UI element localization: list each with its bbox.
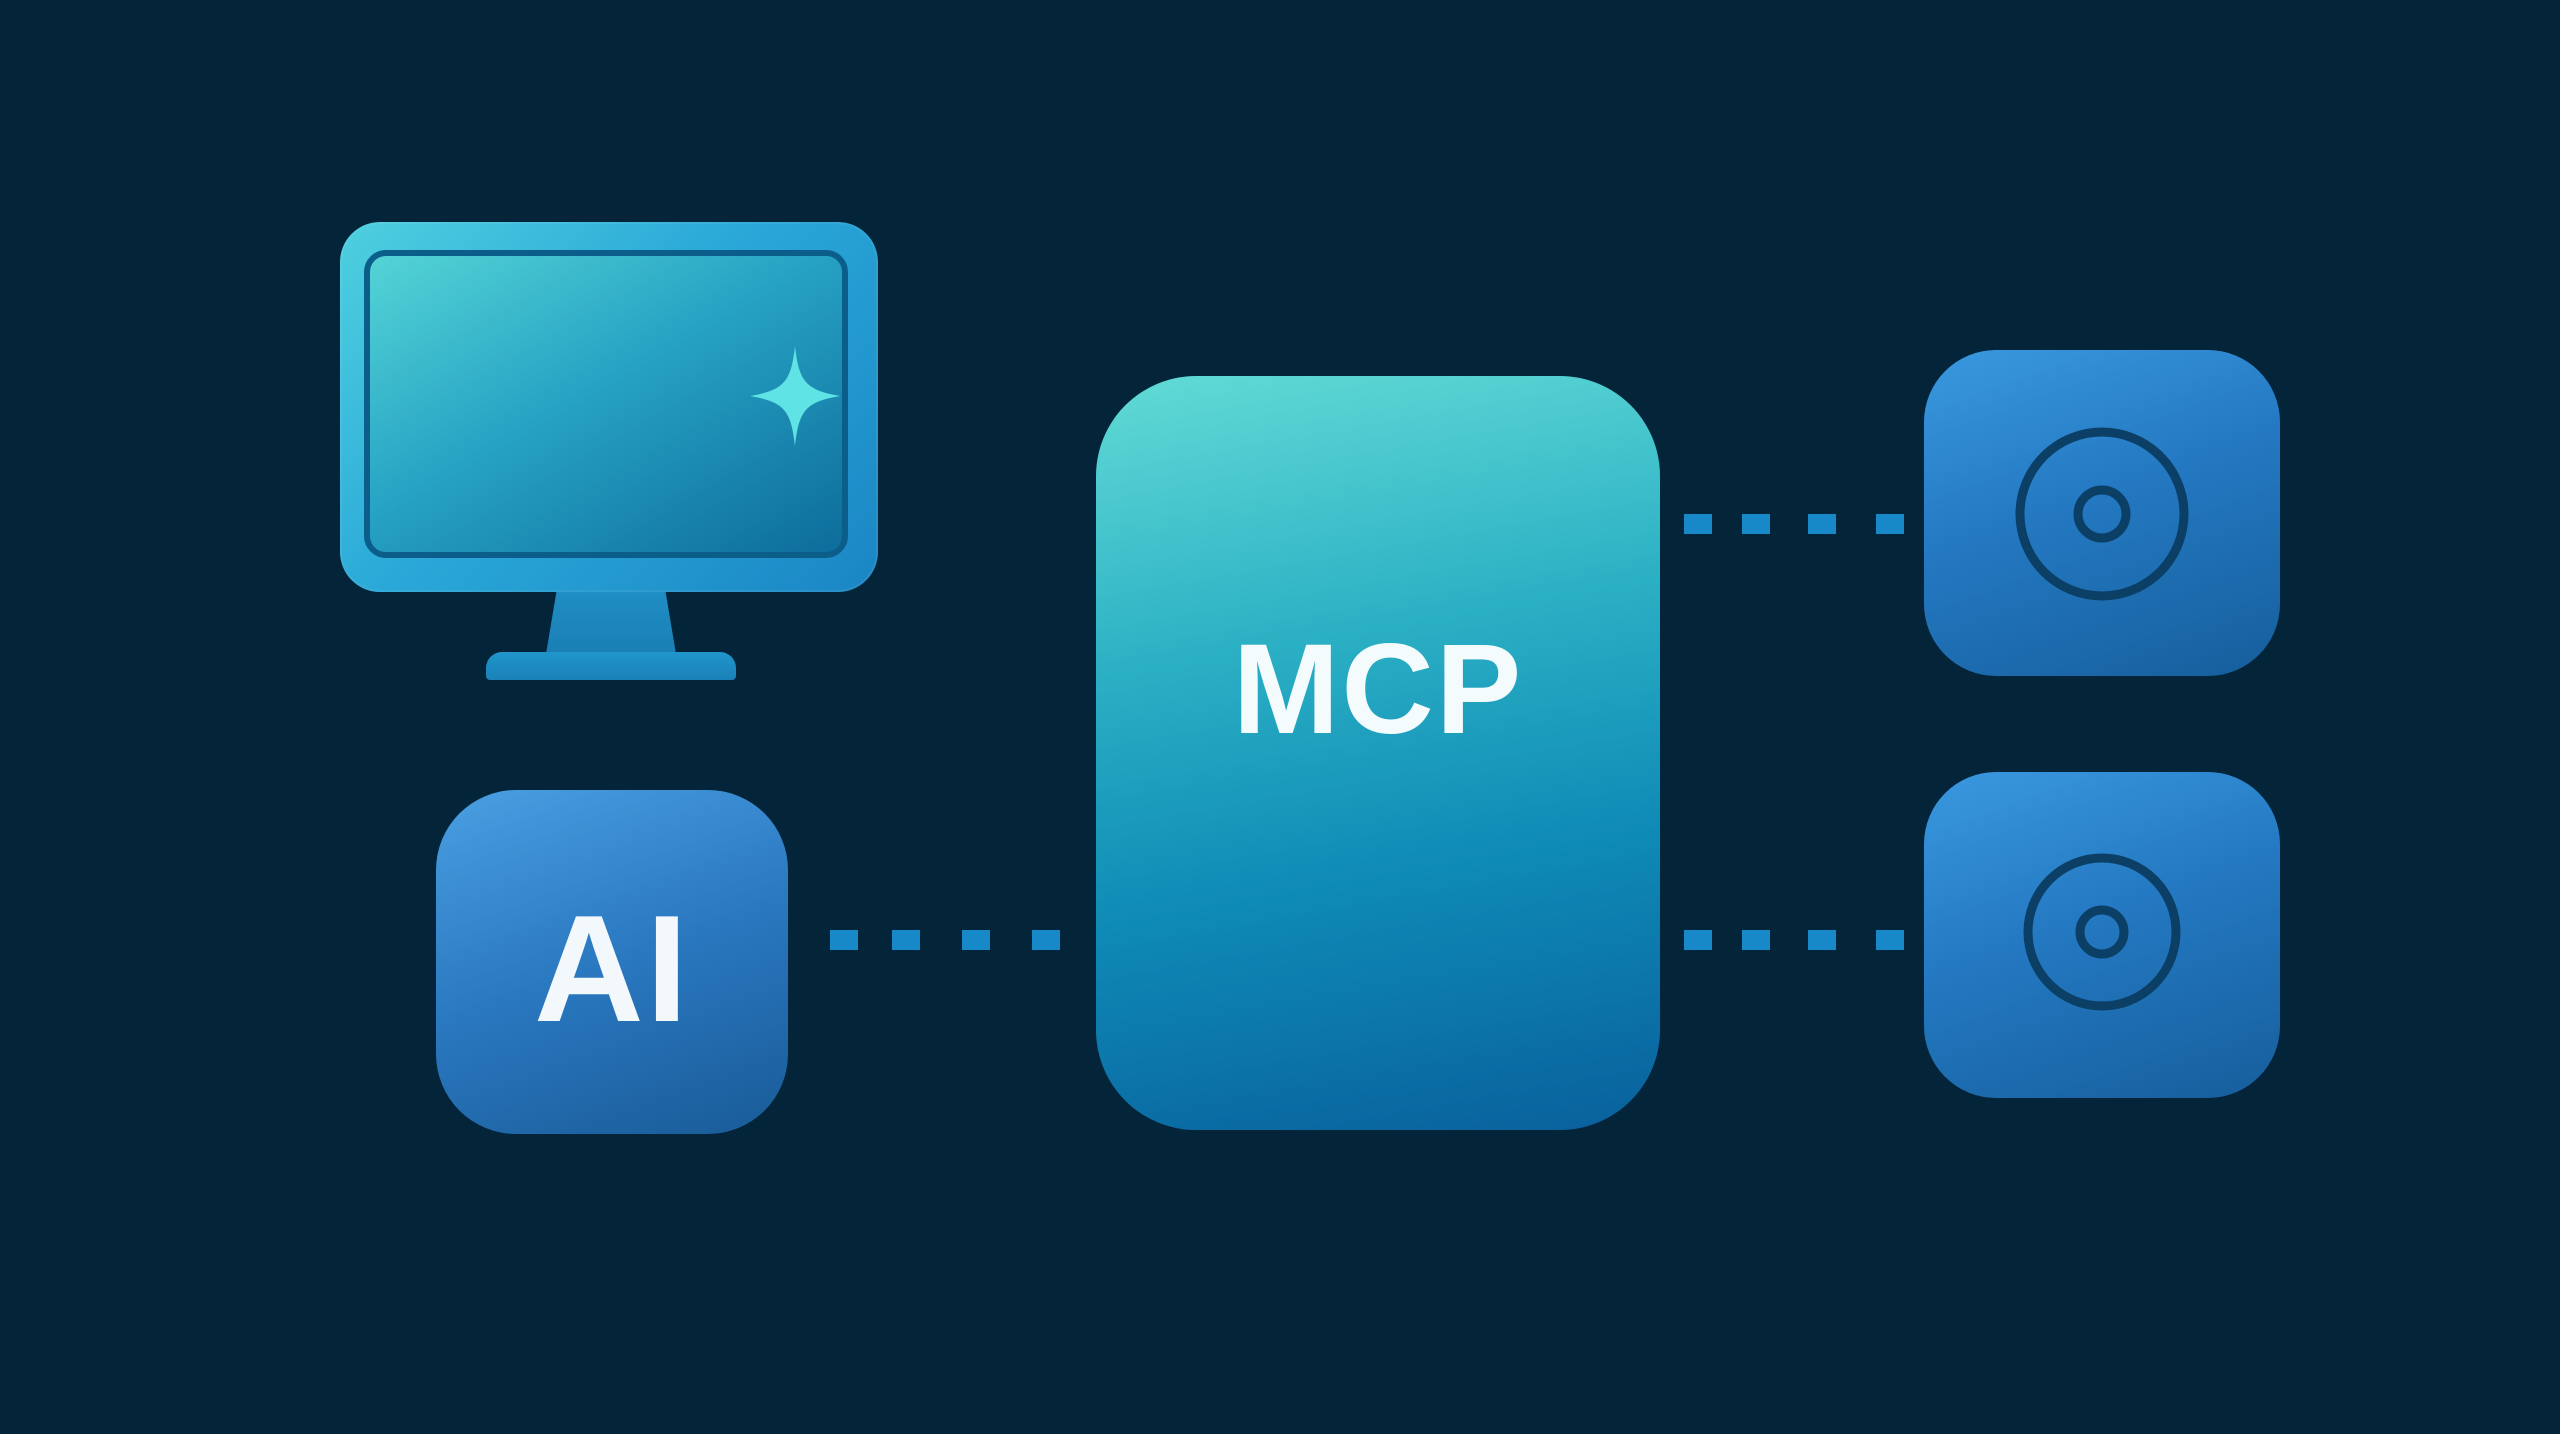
monitor-screen <box>364 250 848 558</box>
connector-dash <box>1808 514 1836 534</box>
ai-node: AI <box>436 790 788 1134</box>
connector-mcp-resource-2 <box>1684 930 1904 950</box>
connector-dash <box>1742 514 1770 534</box>
connector-ai-mcp <box>830 930 1060 950</box>
monitor-stand-base <box>486 652 736 680</box>
connector-dash <box>892 930 920 950</box>
ai-label: AI <box>534 883 690 1054</box>
connector-mcp-resource-1 <box>1684 514 1904 534</box>
target-icon <box>2023 853 2181 1011</box>
connector-dash <box>1032 930 1060 950</box>
monitor-icon <box>340 222 878 692</box>
connector-dash <box>1876 514 1904 534</box>
connector-dash <box>830 930 858 950</box>
connector-dash <box>1876 930 1904 950</box>
sparkle-icon <box>750 346 840 446</box>
connector-dash <box>1684 514 1712 534</box>
connector-dash <box>1742 930 1770 950</box>
connector-dash <box>962 930 990 950</box>
connector-dash <box>1684 930 1712 950</box>
mcp-label: MCP <box>1232 617 1524 761</box>
mcp-node: MCP <box>1096 376 1660 1130</box>
monitor-stand-neck <box>546 592 676 654</box>
resource-node-1 <box>1924 350 2280 676</box>
resource-node-2 <box>1924 772 2280 1098</box>
target-icon <box>2015 427 2189 601</box>
connector-dash <box>1808 930 1836 950</box>
monitor-frame <box>340 222 878 592</box>
